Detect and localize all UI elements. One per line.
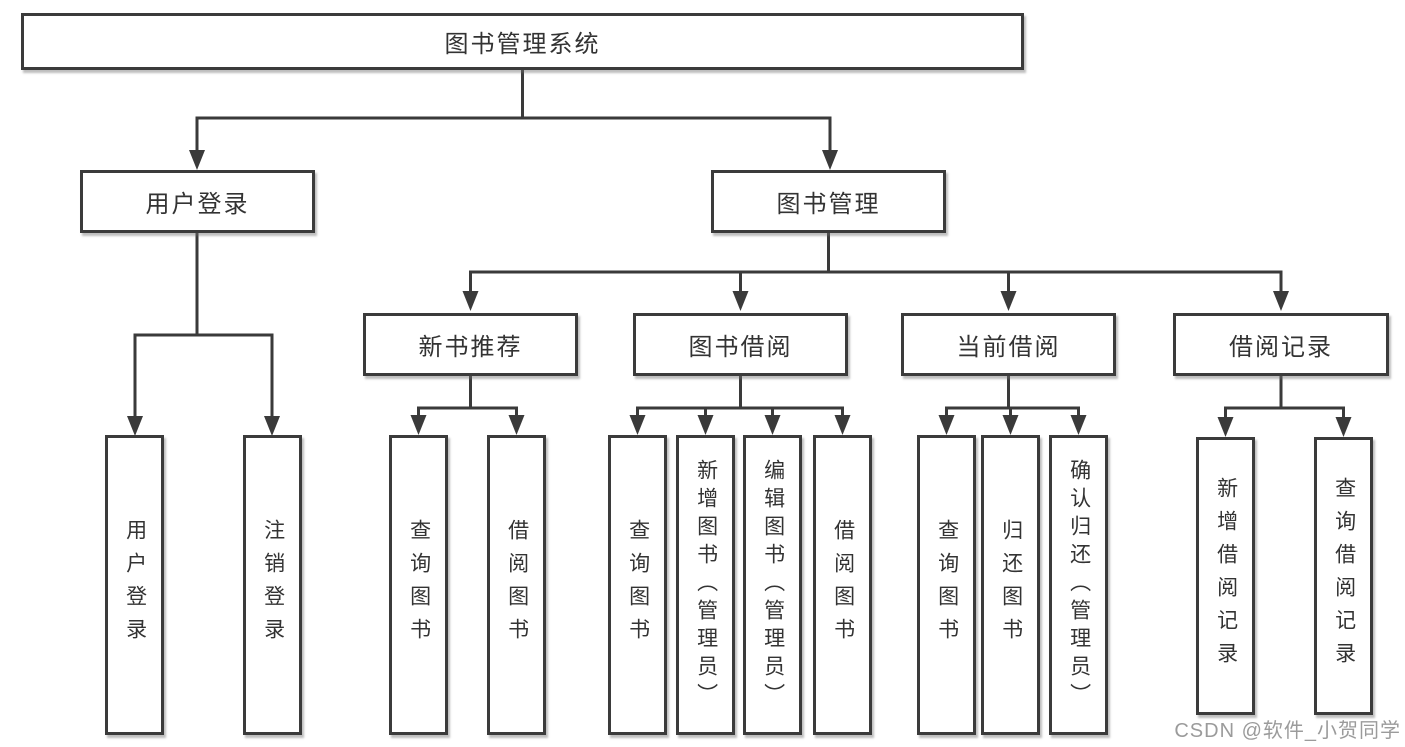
leaf-borrow-books-label: 借阅图书 xyxy=(831,519,855,651)
leaf-query-borrow-record-label: 查询借阅记录 xyxy=(1332,477,1356,675)
connector-book-management-children xyxy=(462,233,1289,311)
node-book-management-label: 图书管理 xyxy=(776,191,881,218)
leaf-add-borrow-record: 新增借阅记录 xyxy=(1196,437,1255,715)
leaf-edit-book-admin-label: 编辑图书（管理员） xyxy=(761,459,785,711)
node-book-management: 图书管理 xyxy=(711,170,946,233)
leaf-add-book-admin-label: 新增图书（管理员） xyxy=(694,459,718,711)
leaf-borrow-books-recommend-label: 借阅图书 xyxy=(505,519,529,651)
leaf-add-book-admin: 新增图书（管理员） xyxy=(676,435,735,735)
node-current-borrow: 当前借阅 xyxy=(901,313,1116,376)
leaf-query-books-borrow: 查询图书 xyxy=(608,435,667,735)
leaf-confirm-return-admin: 确认归还（管理员） xyxy=(1049,435,1108,735)
csdn-watermark: CSDN @软件_小贺同学 xyxy=(1174,720,1401,742)
node-root-system-label: 图书管理系统 xyxy=(444,31,601,58)
leaf-logout: 注销登录 xyxy=(243,435,302,735)
leaf-query-books-current-label: 查询图书 xyxy=(935,519,959,651)
connector-root-to-level2 xyxy=(189,70,838,170)
leaf-query-borrow-record: 查询借阅记录 xyxy=(1314,437,1373,715)
connector-new-book-children xyxy=(410,376,525,435)
node-user-login: 用户登录 xyxy=(80,170,315,233)
connector-borrow-record-children xyxy=(1217,376,1352,437)
node-user-login-label: 用户登录 xyxy=(145,191,250,218)
leaf-query-books-current: 查询图书 xyxy=(917,435,976,735)
leaf-query-books-recommend-label: 查询图书 xyxy=(407,519,431,651)
leaf-confirm-return-admin-label: 确认归还（管理员） xyxy=(1067,459,1091,711)
leaf-borrow-books: 借阅图书 xyxy=(813,435,872,735)
leaf-return-book: 归还图书 xyxy=(981,435,1040,735)
leaf-return-book-label: 归还图书 xyxy=(999,519,1023,651)
leaf-user-login-label: 用户登录 xyxy=(123,519,147,651)
node-borrow-records-label: 借阅记录 xyxy=(1229,334,1333,361)
connector-book-borrow-children xyxy=(629,376,851,435)
node-root-system: 图书管理系统 xyxy=(21,13,1024,70)
leaf-borrow-books-recommend: 借阅图书 xyxy=(487,435,546,735)
leaf-logout-label: 注销登录 xyxy=(261,519,285,651)
node-book-borrow: 图书借阅 xyxy=(633,313,848,376)
leaf-add-borrow-record-label: 新增借阅记录 xyxy=(1214,477,1238,675)
node-new-book-recommend-label: 新书推荐 xyxy=(418,334,523,361)
node-new-book-recommend: 新书推荐 xyxy=(363,313,578,376)
leaf-edit-book-admin: 编辑图书（管理员） xyxy=(743,435,802,735)
connector-current-borrow-children xyxy=(938,376,1087,435)
leaf-query-books-borrow-label: 查询图书 xyxy=(626,519,650,651)
leaf-query-books-recommend: 查询图书 xyxy=(389,435,448,735)
node-borrow-records: 借阅记录 xyxy=(1173,313,1389,376)
node-current-borrow-label: 当前借阅 xyxy=(956,334,1061,361)
connector-user-login-children xyxy=(127,233,280,436)
node-book-borrow-label: 图书借阅 xyxy=(688,334,793,361)
leaf-user-login: 用户登录 xyxy=(105,435,164,735)
